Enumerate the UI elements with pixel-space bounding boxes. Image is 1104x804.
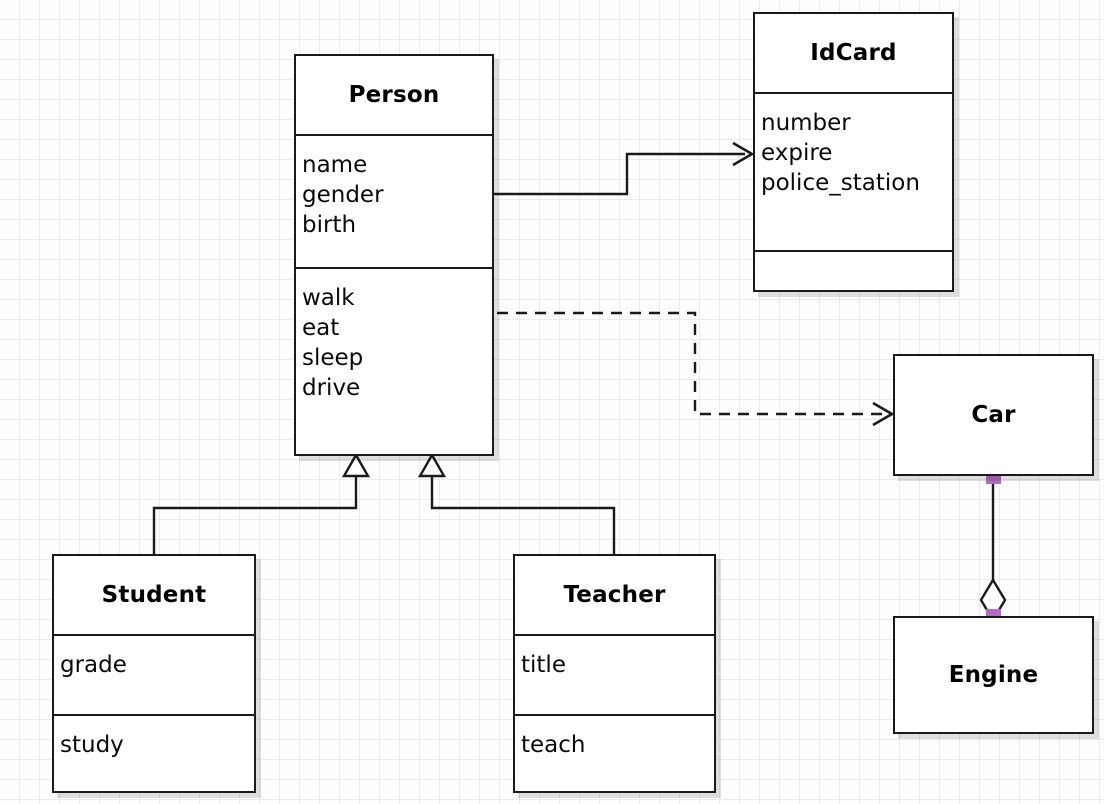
class-attributes-person: name gender birth (296, 134, 492, 267)
attribute-item: title (521, 652, 566, 678)
class-box-engine[interactable]: Engine (893, 616, 1094, 734)
class-title-student: Student (101, 582, 207, 608)
class-box-idcard[interactable]: IdCard number expire police_station (753, 12, 954, 292)
association-person-idcard[interactable] (494, 141, 755, 196)
operation-item: eat (302, 315, 340, 341)
attribute-item: expire (761, 140, 833, 166)
class-attributes-teacher: title (515, 634, 714, 714)
attribute-item: birth (302, 212, 357, 238)
class-title-person: Person (348, 82, 440, 108)
operation-item: teach (521, 732, 586, 758)
attribute-item: grade (60, 652, 127, 678)
attribute-item: number (761, 110, 851, 136)
attribute-item: police_station (761, 170, 920, 196)
class-box-person[interactable]: Person name gender birth walk eat sleep … (294, 54, 494, 456)
class-box-teacher[interactable]: Teacher title teach (513, 554, 716, 793)
operation-item: drive (302, 375, 361, 401)
operation-item: sleep (302, 345, 364, 371)
class-operations-person: walk eat sleep drive (296, 267, 492, 454)
class-title-idcard: IdCard (810, 40, 897, 66)
class-box-car[interactable]: Car (893, 354, 1094, 476)
operation-item: study (60, 732, 124, 758)
generalization-teacher-person[interactable] (417, 452, 616, 554)
class-operations-student: study (54, 714, 254, 791)
class-title-car: Car (971, 402, 1016, 428)
class-attributes-idcard: number expire police_station (755, 92, 952, 250)
attribute-item: name (302, 152, 368, 178)
class-operations-idcard (755, 250, 952, 290)
dependency-person-car[interactable] (497, 311, 895, 427)
generalization-student-person[interactable] (152, 452, 371, 554)
class-box-student[interactable]: Student grade study (52, 554, 256, 793)
operation-item: walk (302, 285, 355, 311)
class-operations-teacher: teach (515, 714, 714, 791)
aggregation-car-engine[interactable] (979, 469, 1007, 624)
class-title-teacher: Teacher (563, 582, 666, 608)
attribute-item: gender (302, 182, 384, 208)
class-attributes-student: grade (54, 634, 254, 714)
class-title-engine: Engine (948, 662, 1039, 688)
